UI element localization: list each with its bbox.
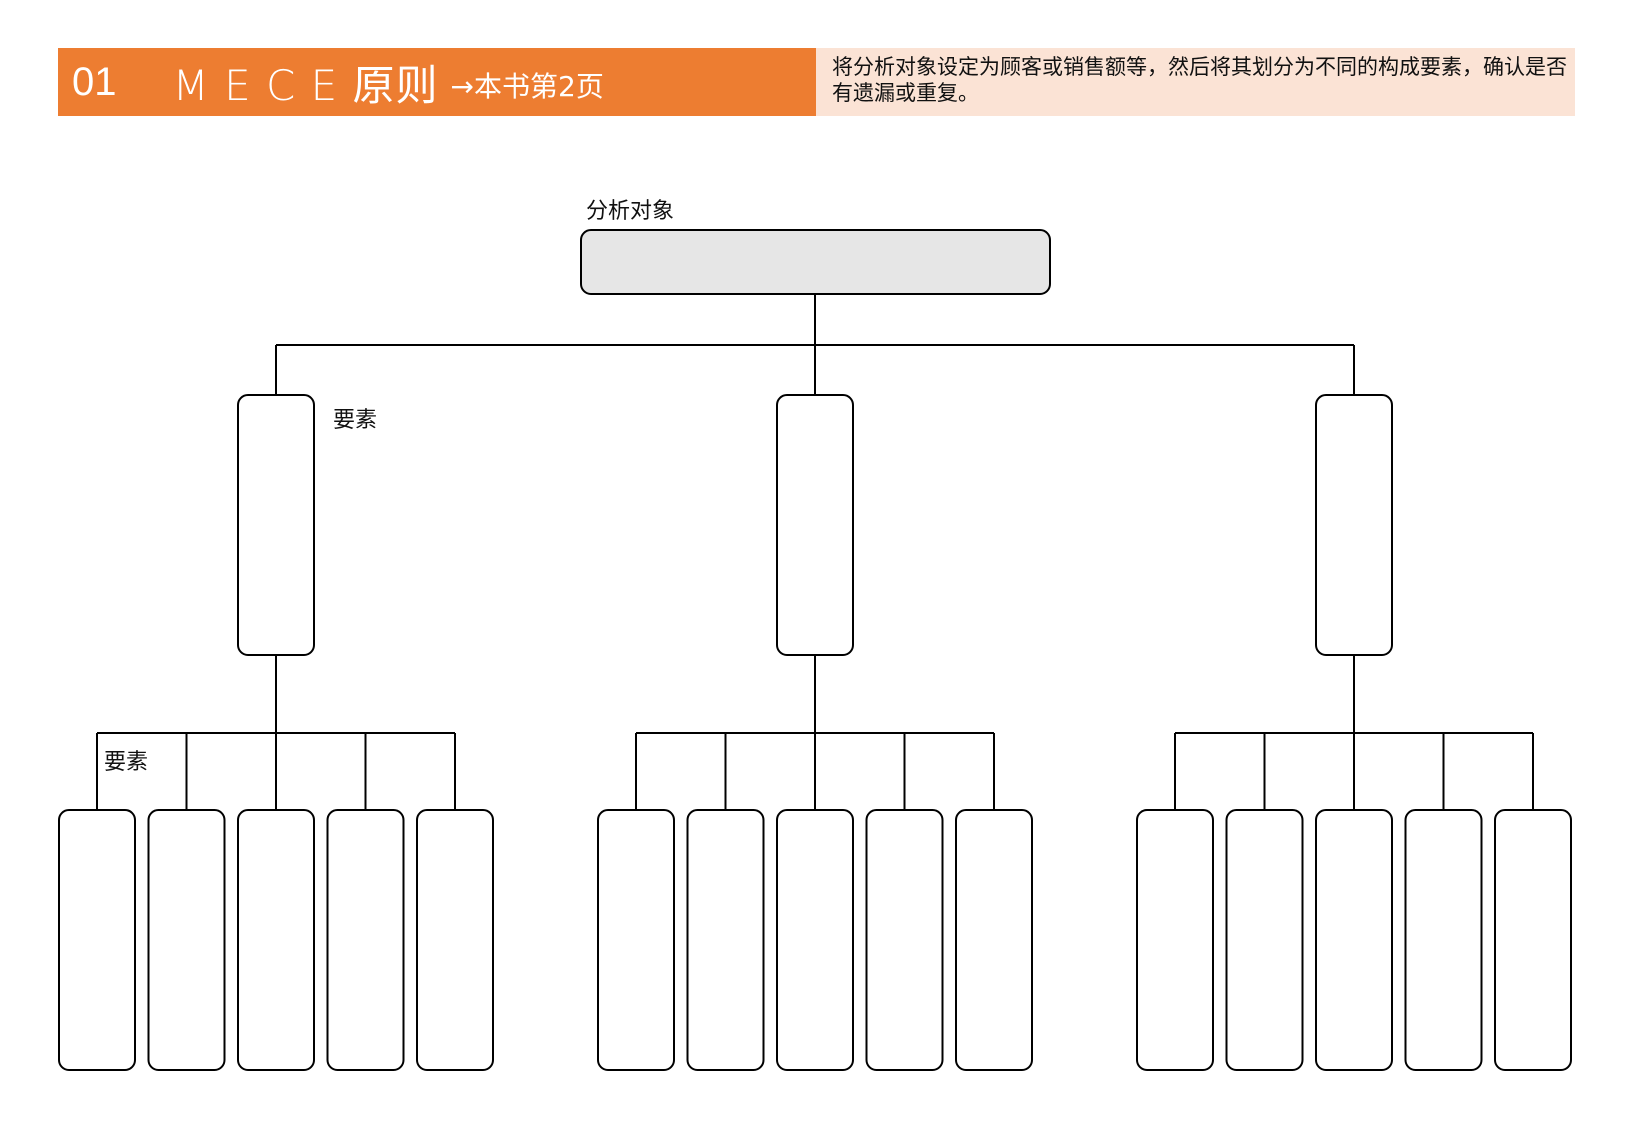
header-description: 将分析对象设定为顾客或销售额等，然后将其划分为不同的构成要素，确认是否有遗漏或重… — [816, 48, 1575, 116]
level2-box-3-4[interactable] — [1404, 809, 1483, 1071]
header-title-bar: 01 M E C E 原则 →本书第2页 — [58, 48, 816, 116]
level2-label: 要素 — [104, 750, 149, 775]
level2-box-1-4[interactable] — [326, 809, 405, 1071]
section-title: M E C E 原则 — [172, 60, 439, 110]
connector-lines — [96, 294, 1534, 810]
level2-box-3-3[interactable] — [1315, 809, 1393, 1071]
level2-box-2-3[interactable] — [776, 809, 854, 1071]
level2-box-1-3[interactable] — [237, 809, 315, 1071]
level1-box-3[interactable] — [1315, 394, 1393, 656]
level2-box-1-1[interactable] — [58, 809, 136, 1071]
page-reference: →本书第2页 — [450, 70, 604, 103]
level1-label: 要素 — [333, 408, 378, 433]
level2-box-1-5[interactable] — [416, 809, 494, 1071]
root-box[interactable] — [580, 229, 1051, 295]
level2-box-3-1[interactable] — [1136, 809, 1214, 1071]
level1-box-1[interactable] — [237, 394, 315, 656]
section-number: 01 — [72, 59, 117, 104]
level2-box-2-1[interactable] — [597, 809, 675, 1071]
level2-box-1-2[interactable] — [147, 809, 226, 1071]
level2-box-2-2[interactable] — [686, 809, 765, 1071]
level2-box-3-5[interactable] — [1494, 809, 1572, 1071]
tree-boxes — [58, 229, 1572, 1071]
level2-box-2-5[interactable] — [955, 809, 1033, 1071]
level2-box-3-2[interactable] — [1225, 809, 1304, 1071]
level1-box-2[interactable] — [776, 394, 854, 656]
level2-box-2-4[interactable] — [865, 809, 944, 1071]
root-label: 分析对象 — [586, 199, 675, 224]
